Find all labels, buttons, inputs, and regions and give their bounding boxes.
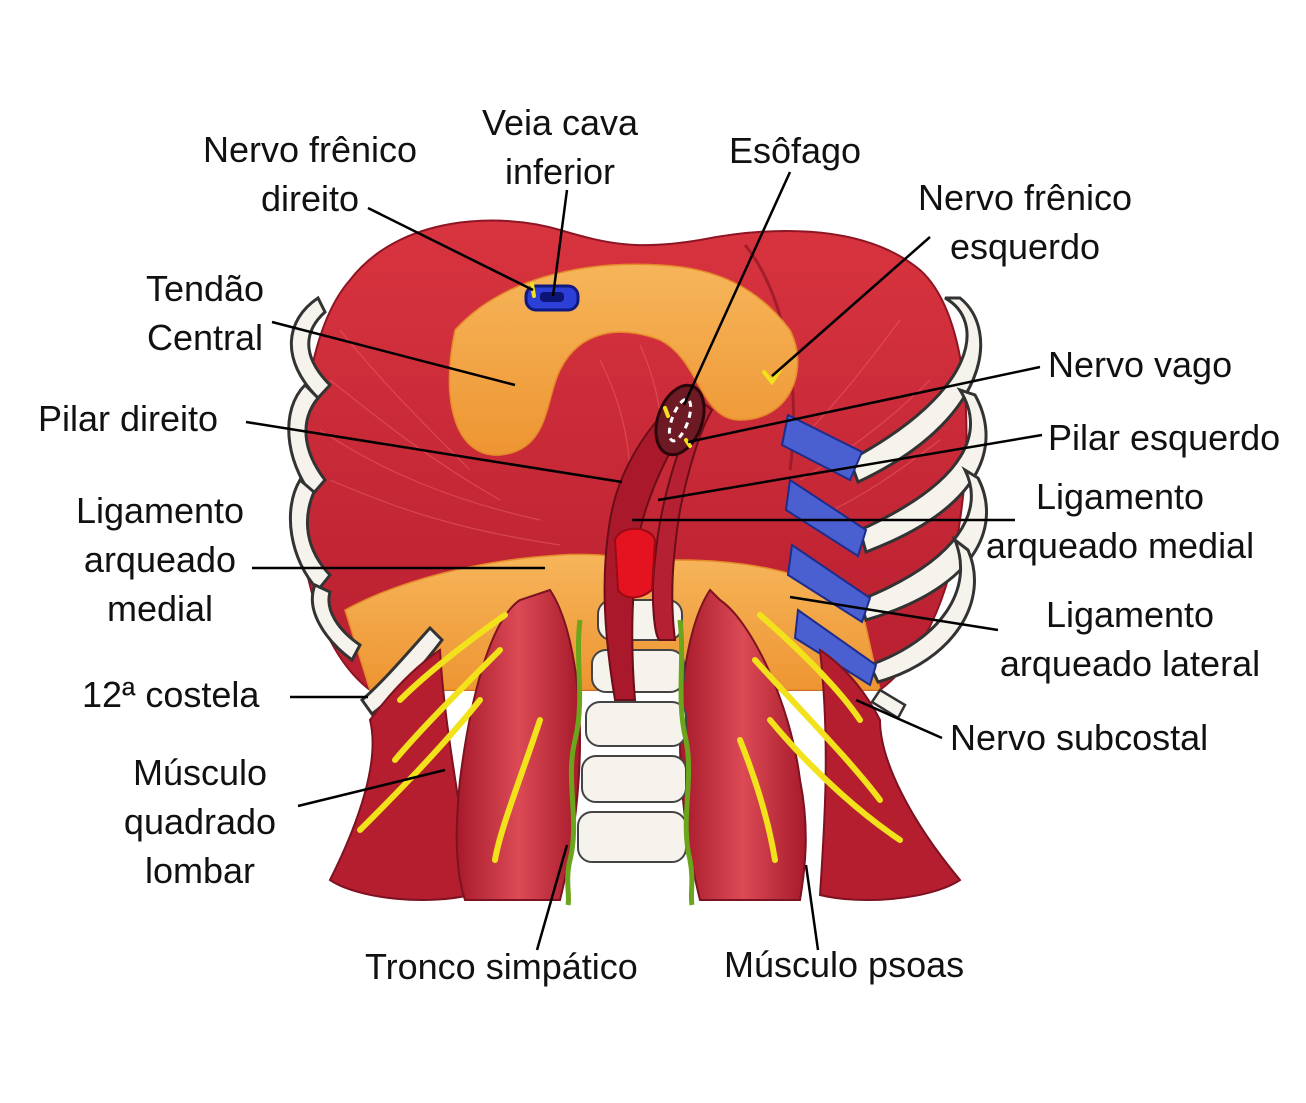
label-musculo-quadrado-lombar: Músculo quadrado lombar [123, 752, 277, 891]
label-tendao-central: Tendão Central [145, 268, 265, 358]
label-musculo-psoas: Músculo psoas [724, 944, 965, 985]
sympathetic-trunk-right [565, 619, 583, 906]
label-ligamento-arqueado-lateral: Ligamento arqueado lateral [999, 594, 1261, 684]
right-crus [603, 388, 702, 701]
label-pilar-esquerdo: Pilar esquerdo [1048, 417, 1281, 458]
label-nervo-vago: Nervo vago [1048, 344, 1233, 385]
subcostal-and-lumbar-nerves [357, 612, 903, 863]
left-crus [651, 398, 714, 641]
label-12a-costela: 12ª costela [82, 674, 260, 715]
psoas-right [455, 588, 582, 901]
quadratus-lumborum-right [818, 647, 962, 901]
leader-lines [245, 171, 1043, 951]
sympathetic-trunk-left [677, 619, 695, 906]
right-ribs [287, 295, 362, 663]
label-veia-cava-inferior: Veia cava inferior [481, 102, 639, 192]
aorta [613, 527, 657, 599]
left-ribs [848, 296, 989, 684]
label-esofago: Esôfago [728, 130, 862, 171]
intercostal-vessels [780, 413, 878, 687]
label-ligamento-arqueado-medial-direito: Ligamento arqueado medial [75, 490, 245, 629]
label-nervo-frenico-direito: Nervo frênico direito [202, 129, 418, 219]
label-nervo-subcostal: Nervo subcostal [950, 717, 1209, 758]
label-nervo-frenico-esquerdo: Nervo frênico esquerdo [917, 177, 1133, 267]
label-tronco-simpatico: Tronco simpático [365, 946, 638, 987]
label-pilar-direito: Pilar direito [38, 398, 219, 439]
central-tendon-shape [448, 263, 799, 456]
label-ligamento-arqueado-medial-esquerdo: Ligamento arqueado medial [985, 476, 1255, 566]
